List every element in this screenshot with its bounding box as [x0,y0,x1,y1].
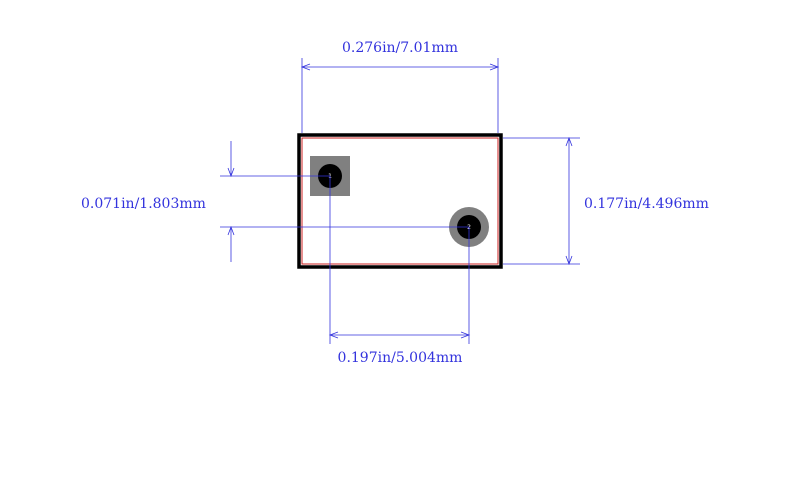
height-dimension [503,136,580,266]
pin-spacing-y-dimension [220,141,469,262]
height-label: 0.177in/4.496mm [584,196,709,212]
pin-spacing-y-label: 0.071in/1.803mm [81,196,206,212]
courtyard-outline [301,137,499,265]
width-dimension [300,58,500,133]
width-label: 0.276in/7.01mm [342,40,458,56]
pin-spacing-x-dimension [328,176,471,344]
pin-spacing-x-label: 0.197in/5.004mm [338,350,463,366]
component-outline [297,133,503,269]
